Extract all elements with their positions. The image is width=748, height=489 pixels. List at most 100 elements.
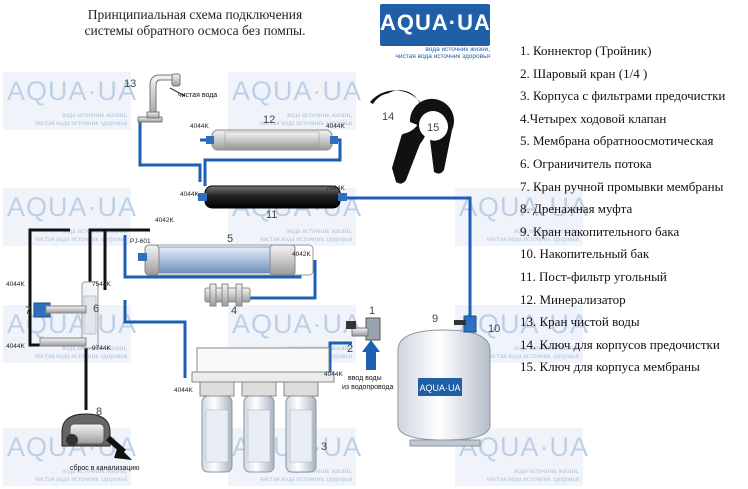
legend-item: 14. Ключ для корпусов предочистки <box>520 336 720 352</box>
watermark-text: AQUA·UA <box>459 192 590 222</box>
storage-tank: AQUA·UA <box>397 329 491 447</box>
ball-valve <box>346 321 356 329</box>
mineralizer-cartridge <box>206 129 338 151</box>
number-1: 1 <box>369 305 375 317</box>
fitting-label: 4044K <box>180 191 199 198</box>
number-14: 14 <box>382 111 394 123</box>
title-line-1: Принципиальная схема подключения <box>87 7 303 22</box>
fitting-label: 4044K <box>6 343 25 350</box>
legend-item: 15. Ключ для корпуса мембраны <box>520 359 700 375</box>
number-9: 9 <box>432 313 438 325</box>
watermark-tagline: вода источник жизни,чистая вода источник… <box>486 344 579 360</box>
fitting-label: 4044K <box>190 123 209 130</box>
legend-item: 9. Кран накопительного бака <box>520 223 680 239</box>
number-6: 6 <box>93 303 99 315</box>
watermark-text: AQUA·UA <box>7 76 138 106</box>
legend-item: 13. Кран чистой воды <box>520 314 640 330</box>
watermark-text: AQUA·UA <box>7 192 138 222</box>
fitting-labels: 4044K 4044K 4044K 7544K 4042K PJ-601 404… <box>6 123 345 394</box>
watermark: AQUA·UA вода источник жизни,чистая вода и… <box>3 72 136 130</box>
fitting-label: 4044K <box>174 387 193 394</box>
number-4: 4 <box>231 305 237 317</box>
fitting-label: 4044K <box>6 281 25 288</box>
legend-item: 1. Коннектор (Тройник) <box>520 43 652 58</box>
fitting-label: 7544K <box>326 185 345 192</box>
logo-tagline: вода источник жизни, чистая вода источни… <box>395 46 490 60</box>
watermark-tagline: вода источник жизни,чистая вода источник… <box>34 467 127 483</box>
legend-item: 2. Шаровый кран (1/4 ) <box>520 65 648 81</box>
fitting-label: 4044K <box>326 123 345 130</box>
clean-water-label: чистая вода <box>178 92 217 99</box>
four-way-valve <box>204 283 251 307</box>
number-11: 11 <box>266 209 277 221</box>
flow-restrictor <box>81 281 99 349</box>
inlet-connector <box>351 317 381 341</box>
number-15: 15 <box>427 122 439 134</box>
fitting-label: 4042K <box>292 251 311 258</box>
number-2: 2 <box>347 343 353 355</box>
fitting-label: 4042K <box>155 217 174 224</box>
watermark-tagline: вода источник жизни,чистая вода источник… <box>34 111 127 127</box>
post-filter-carbon <box>198 185 347 209</box>
watermark-text: AQUA·UA <box>459 309 590 339</box>
number-5: 5 <box>227 233 233 245</box>
legend-item: 4.Четырех ходовой клапан <box>520 110 667 126</box>
component-numbers: 1 2 3 4 5 6 7 8 9 10 11 12 13 14 15 <box>25 78 500 453</box>
water-input-label-2: из водопровода <box>342 384 393 391</box>
clean-water-faucet <box>137 73 181 123</box>
watermark: AQUA·UA вода источник жизни,чистая вода и… <box>228 72 361 130</box>
drain-label: сброс в канализацию <box>70 464 140 472</box>
tube-valve-to-filter1 <box>123 300 187 378</box>
drain-arrow-head-icon <box>114 446 132 460</box>
ro-membrane-housing <box>138 244 314 276</box>
watermark: AQUA·UA вода источник жизни,чистая вода и… <box>455 188 588 246</box>
fitting-label: 4044K <box>324 371 343 378</box>
prefilter-wrench <box>370 90 428 184</box>
number-13: 13 <box>124 78 136 90</box>
water-input-arrow-head-icon <box>362 340 380 352</box>
fitting-label: 9744K <box>92 345 111 352</box>
fitting-label: PJ-601 <box>130 238 151 245</box>
legend-item: 5. Мембрана обратноосмотическая <box>520 133 714 149</box>
tube-inlet <box>328 341 352 380</box>
fitting-label: 7544K <box>92 281 111 288</box>
membrane-wrench <box>409 98 454 174</box>
legend-item: 6. Ограничитель потока <box>520 155 652 171</box>
legend-item: 7. Кран ручной промывки мембраны <box>520 178 724 194</box>
component-legend: 1. Коннектор (Тройник) 2. Шаровый кран (… <box>520 40 725 379</box>
drain-saddle <box>61 413 111 447</box>
diagram-title: Принципиальная схема подключения системы… <box>55 7 335 39</box>
number-12: 12 <box>263 114 275 126</box>
number-7: 7 <box>25 305 31 317</box>
tank-valve <box>454 315 477 333</box>
watermark-tagline: вода источник жизни,чистая вода источник… <box>259 467 352 483</box>
watermark: AQUA·UA вода источник жизни,чистая вода и… <box>455 428 588 486</box>
legend-item: 10. Накопительный бак <box>520 246 650 262</box>
brand-logo: AQUA·UA вода источник жизни, чистая вода… <box>380 4 490 60</box>
tank-brand-label: AQUA·UA <box>419 383 460 393</box>
legend-item: 11. Пост-фильтр угольный <box>520 268 667 284</box>
tube-drain-left <box>28 228 70 347</box>
watermark-tagline: вода источник жизни,чистая вода источник… <box>486 467 579 483</box>
title-line-2: системы обратного осмоса без помпы. <box>84 23 306 38</box>
number-8: 8 <box>96 406 102 418</box>
logo-text: AQUA·UA <box>380 10 491 35</box>
watermark-text: AQUA·UA <box>232 309 363 339</box>
legend-item: 3. Корпуса с фильтрами предочистки <box>520 88 726 104</box>
tube-valve-to-membrane <box>230 260 317 300</box>
watermark-text: AQUA·UA <box>232 76 363 106</box>
watermark-text: AQUA·UA <box>459 432 590 462</box>
logo-box <box>380 4 490 46</box>
number-10: 10 <box>488 323 500 335</box>
watermark-tagline: вода источник жизни,чистая вода источник… <box>259 227 352 243</box>
watermark-tagline: вода источник жизни,чистая вода источник… <box>259 111 352 127</box>
water-input-label-1: ввод воды <box>348 375 382 382</box>
watermark-tagline: вода источник жизни,чистая вода источник… <box>486 227 579 243</box>
legend-item: 12. Минерализатор <box>520 291 626 307</box>
flush-valve <box>33 302 87 347</box>
water-input-arrow-icon <box>366 352 376 370</box>
number-3: 3 <box>321 441 327 453</box>
prefilter-housings <box>191 347 335 473</box>
